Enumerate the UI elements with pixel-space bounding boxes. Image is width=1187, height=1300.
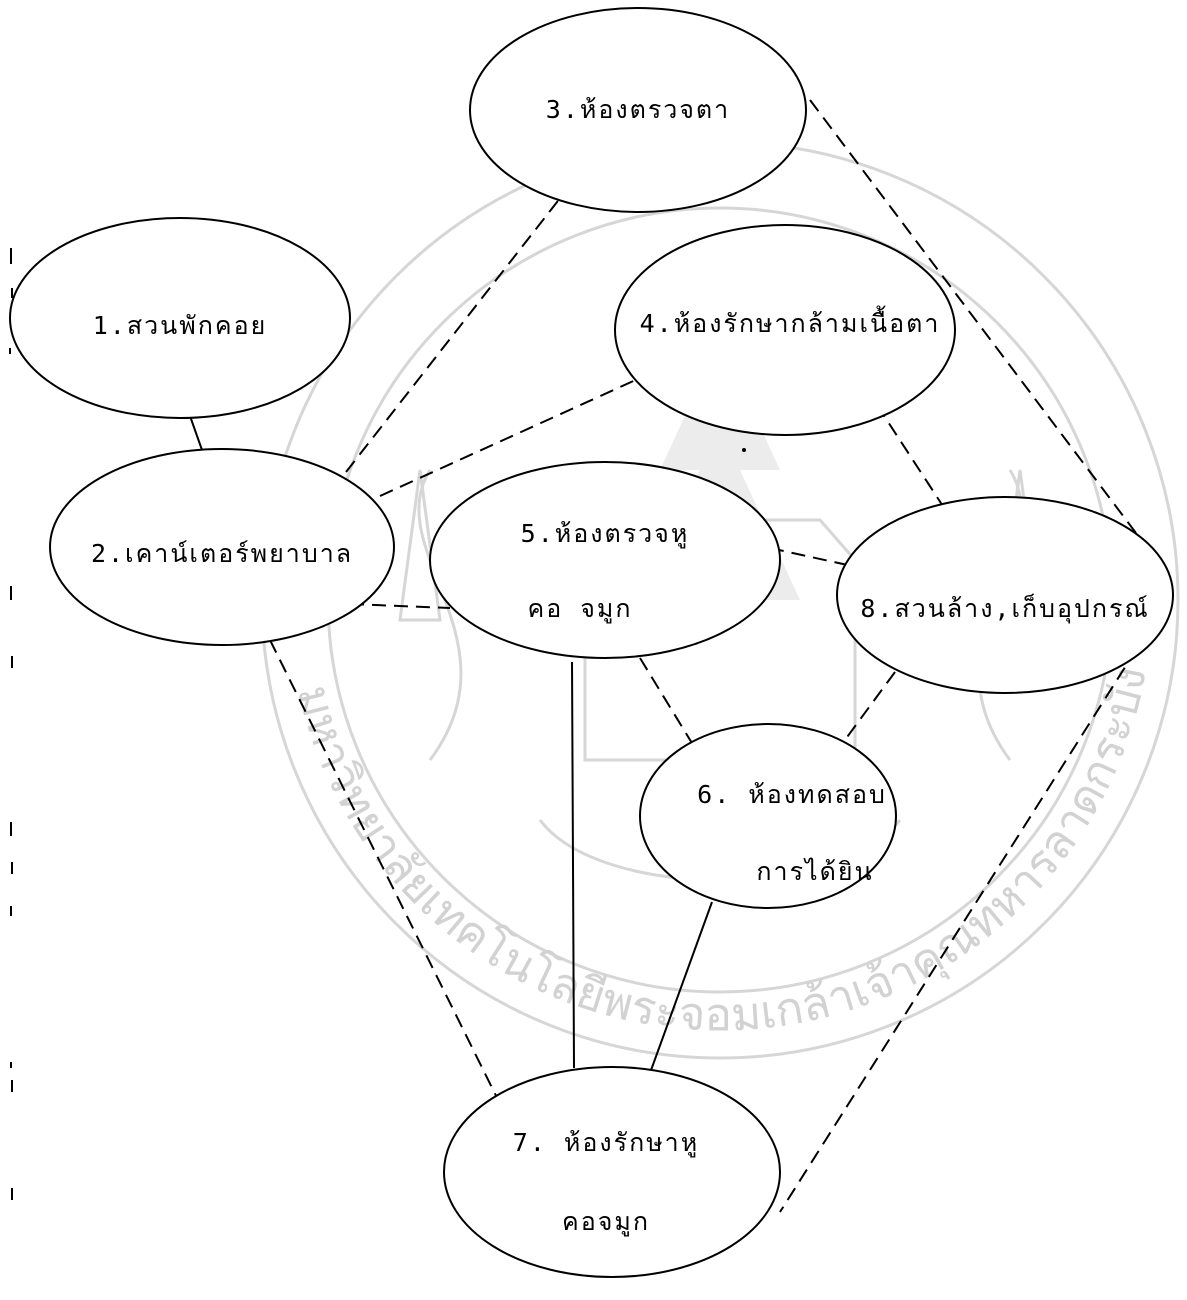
node-label-n4-line1: 4.ห้องรักษากล้ามเนื้อตา [640, 305, 941, 338]
edge-n2-n3 [345, 187, 569, 473]
node-layer: 1.สวนพักคอย 2.เคาน์เตอร์พยาบาล 3.ห้องตรวจต… [9, 7, 1174, 1278]
node-label-n7-line1: 7. ห้องรักษาหู [513, 1128, 699, 1158]
edge-n2-n5 [349, 603, 451, 609]
node-ellipse-n2 [49, 448, 395, 646]
edge-n1-n2 [189, 415, 203, 451]
edge-n4-n8 [876, 404, 953, 521]
node-label-n8-line1: 8.สวนล้าง,เก็บอุปกรณ์ [860, 593, 1149, 624]
node-label-n6-line2: การได้ยิน [756, 857, 873, 886]
edge-n5-n7 [571, 661, 575, 1069]
node-n1: 1.สวนพักคอย [9, 217, 351, 419]
edge-n2-n4 [379, 377, 641, 497]
node-n2: 2.เคาน์เตอร์พยาบาล [49, 448, 395, 646]
edge-n8-n7 [779, 611, 1161, 1213]
edge-n2-n7 [269, 639, 513, 1129]
node-ellipse-n5 [429, 461, 781, 659]
node-n4: 4.ห้องรักษากล้ามเนื้อตา [614, 224, 956, 436]
edge-n5-n8 [769, 547, 853, 567]
node-n8: 8.สวนล้าง,เก็บอุปกรณ์ [836, 496, 1174, 694]
node-label-n2-line1: 2.เคาน์เตอร์พยาบาล [91, 539, 353, 568]
node-ellipse-n7 [443, 1066, 781, 1278]
edge-n6-n7 [649, 901, 713, 1074]
node-n3: 3.ห้องตรวจตา [469, 7, 807, 213]
node-label-n5-line1: 5.ห้องตรวจหู [521, 519, 690, 549]
node-label-n6-line1: 6. ห้องทดสอบ [697, 780, 887, 809]
edge-n3-n8 [809, 99, 1146, 546]
node-ellipse-n4 [614, 224, 956, 436]
node-label-n3-line1: 3.ห้องตรวจตา [546, 95, 730, 124]
node-ellipse-n6 [639, 723, 897, 909]
scan-artifacts [9, 248, 746, 1200]
node-n7: 7. ห้องรักษาหูคอจมูก [443, 1066, 781, 1278]
node-label-n5-line2: คอ จมูก [527, 594, 632, 624]
node-label-n7-line2: คอจมูก [562, 1207, 650, 1237]
node-label-n1-line1: 1.สวนพักคอย [93, 311, 268, 340]
node-n5: 5.ห้องตรวจหูคอ จมูก [429, 461, 781, 659]
node-ellipse-n8 [836, 496, 1174, 694]
node-ellipse-n3 [469, 7, 807, 213]
node-ellipse-n1 [9, 217, 351, 419]
